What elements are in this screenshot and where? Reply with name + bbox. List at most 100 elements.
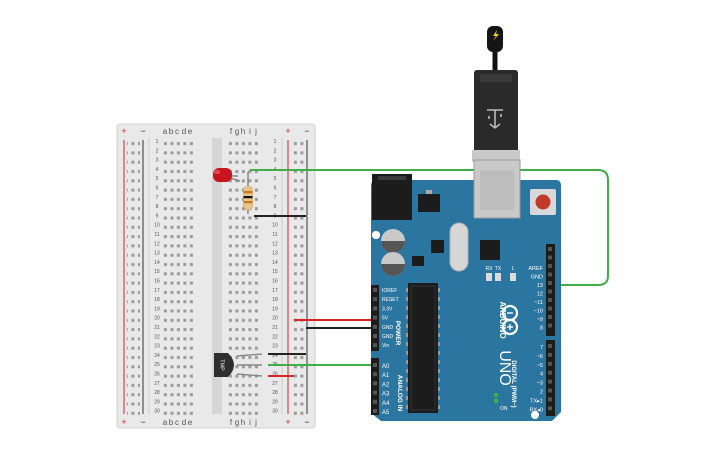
row-label-left-14: 14: [154, 260, 160, 266]
row-label-left-29: 29: [154, 399, 160, 405]
digital-pin-label: ~11: [534, 300, 543, 306]
arduino-board: RX TX L ARDUINO UNO ON: [371, 159, 561, 421]
arduino-logo: ARDUINO: [498, 301, 507, 338]
power-pin-socket[interactable]: [373, 343, 377, 348]
analog-header: [371, 358, 379, 415]
chip-pin: [438, 297, 440, 301]
digital-pin-socket[interactable]: [548, 255, 552, 260]
digital-title-group: DIGITAL (PWM~): [510, 360, 516, 407]
analog-pin-label: A3: [382, 392, 390, 398]
digital-pin-socket[interactable]: [548, 306, 552, 311]
analog-pin-socket[interactable]: [373, 409, 377, 413]
digital-pin-socket[interactable]: [548, 379, 552, 384]
analog-pin-socket[interactable]: [373, 399, 377, 404]
column-label-e-top: e: [188, 127, 193, 136]
row-label-right-22: 22: [272, 334, 278, 340]
row-label-left-30: 30: [154, 409, 160, 415]
row-label-right-14: 14: [272, 260, 278, 266]
chip-pins: [406, 288, 440, 409]
chip-pin: [438, 342, 440, 346]
usb-connector-body: [474, 70, 518, 162]
row-label-right-5: 5: [274, 176, 277, 182]
column-label-h-bottom: h: [241, 418, 245, 427]
power-pin-socket[interactable]: [373, 315, 377, 320]
chip-pin: [406, 333, 408, 337]
digital-pin-socket[interactable]: [548, 272, 552, 277]
resistor-band-3: [243, 201, 253, 204]
row-label-left-20: 20: [154, 316, 160, 322]
chip-pin: [438, 333, 440, 337]
chip-pin: [438, 387, 440, 391]
digital-pin-socket[interactable]: [548, 388, 552, 393]
digital-pin-label: ~3: [537, 381, 543, 387]
column-label-f-bottom: f: [230, 418, 233, 427]
analog-pin-socket[interactable]: [373, 372, 377, 377]
analog-pin-socket[interactable]: [373, 363, 377, 367]
digital-header-bottom: [546, 340, 555, 416]
row-label-right-13: 13: [272, 251, 278, 257]
resistor-band-1: [243, 191, 253, 194]
row-label-left-27: 27: [154, 381, 160, 387]
digital-pin-socket[interactable]: [548, 344, 552, 348]
temperature-sensor: TMP: [214, 353, 263, 377]
digital-pin-socket[interactable]: [548, 264, 552, 268]
power-pin-socket[interactable]: [373, 334, 377, 338]
digital-pin-socket[interactable]: [548, 361, 552, 366]
digital-pin-socket[interactable]: [548, 397, 552, 402]
rail-plus-label-top-right: +: [285, 126, 290, 136]
row-label-right-12: 12: [272, 241, 278, 247]
usb-symbol-icon: [487, 109, 503, 129]
usb-cable-tip: [487, 26, 503, 52]
power-pin-label: GND: [382, 325, 394, 331]
row-label-left-17: 17: [154, 288, 160, 294]
digital-pin-socket[interactable]: [548, 289, 552, 294]
digital-pin-label: TX▸1: [530, 398, 543, 404]
digital-pin-socket[interactable]: [548, 323, 552, 328]
power-pin-label: 5V: [382, 316, 389, 322]
small-chip-1: [431, 240, 444, 253]
digital-pin-label: RX◂0: [530, 407, 543, 413]
digital-pin-socket[interactable]: [548, 247, 552, 251]
power-jack: [372, 174, 412, 220]
column-label-f-top: f: [230, 127, 233, 136]
power-pin-socket[interactable]: [373, 297, 377, 302]
power-pin-socket[interactable]: [373, 288, 377, 292]
analog-pin-socket[interactable]: [373, 381, 377, 386]
row-label-left-23: 23: [154, 344, 160, 350]
right-rail-holes: [291, 139, 304, 417]
column-label-h-top: h: [241, 127, 245, 136]
chip-pin: [406, 297, 408, 301]
usb-controller-chip: [480, 240, 500, 260]
row-label-left-19: 19: [154, 306, 160, 312]
row-label-right-3: 3: [274, 158, 277, 164]
led: [213, 168, 241, 182]
arduino-logo-text: ARDUINO: [498, 301, 507, 338]
wires: [250, 169, 609, 377]
column-label-e-bottom: e: [188, 418, 193, 427]
digital-pin-label: 2: [540, 390, 543, 396]
digital-pin-socket[interactable]: [548, 315, 552, 319]
row-label-left-3: 3: [156, 158, 159, 164]
digital-pin-socket[interactable]: [548, 370, 552, 375]
analog-pin-socket[interactable]: [373, 390, 377, 395]
digital-pin-socket[interactable]: [548, 298, 552, 302]
row-label-right-1: 1: [274, 139, 277, 145]
l-led: [510, 273, 516, 281]
digital-pin-socket[interactable]: [548, 406, 552, 411]
power-pin-socket[interactable]: [373, 324, 377, 329]
reset-button-cap[interactable]: [535, 194, 551, 210]
digital-pin-socket[interactable]: [548, 281, 552, 285]
digital-pin-socket[interactable]: [548, 352, 552, 357]
chip-pin: [438, 315, 440, 319]
chip-pin: [438, 306, 440, 310]
digital-pin-label: ~5: [537, 363, 543, 369]
power-pin-socket[interactable]: [373, 306, 377, 311]
digital-pin-label: ~6: [537, 354, 543, 360]
row-label-left-18: 18: [154, 297, 160, 303]
analog-pin-label: A0: [382, 364, 390, 370]
atmega-chip: [408, 283, 438, 413]
row-label-left-21: 21: [154, 325, 160, 331]
row-label-left-10: 10: [154, 223, 160, 229]
